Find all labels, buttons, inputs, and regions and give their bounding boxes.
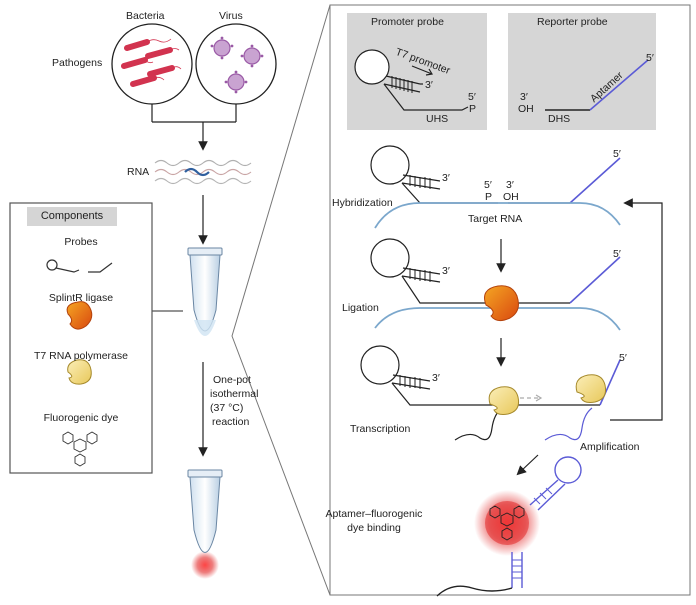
amplification-loop-arrow [610,198,663,421]
probes-icon [46,259,113,273]
tube-bottom [187,469,223,579]
hyb-5prime-right: 5′ [613,148,621,160]
promoter-probe-structure [354,49,469,111]
detail-panel-frame [329,4,691,596]
hybridization-structure [370,145,621,229]
fluorogenic-dye-icon [62,431,98,467]
trans-3prime: 3′ [432,372,440,384]
virus-circle [195,23,277,122]
rna-strands [154,159,252,185]
promoter-3prime: 3′ [425,79,433,91]
rna-label: RNA [127,166,150,178]
bacteria-label: Bacteria [126,10,165,22]
binding-label-line-1: Aptamer–fluorogenic [325,508,423,520]
trans-5prime: 5′ [619,352,627,364]
amplification-label: Amplification [580,441,640,453]
tube-top [187,247,223,336]
components-box [9,202,153,474]
virus-label: Virus [219,10,243,22]
reporter-probe-structure [545,59,649,111]
aptamer-dye-complex [436,456,582,597]
bacteria-icon [121,39,175,87]
component-polymerase: T7 RNA polymerase [34,350,128,362]
hybridization-label: Hybridization [332,197,393,209]
reaction-line-1: One-pot [213,374,251,386]
component-dye: Fluorogenic dye [43,412,119,424]
reaction-line-2: isothermal [210,388,259,400]
reaction-line-4: reaction [212,416,250,428]
component-probes: Probes [64,236,98,248]
arrow-to-binding [516,454,539,476]
hyb-oh: OH [503,191,519,203]
hyb-3prime-left: 3′ [442,172,450,184]
lig-5prime: 5′ [613,248,621,260]
ligase-icon [66,301,93,330]
lig-3prime: 3′ [442,265,450,277]
promoter-phosphate: P [469,103,477,115]
reaction-line-3: (37 °C) [210,402,244,414]
bacteria-circle [111,23,193,122]
reporter-3prime: 3′ [520,91,528,103]
pathogens-label: Pathogens [52,57,103,69]
ligation-label: Ligation [342,302,379,314]
component-ligase: SplintR ligase [48,292,114,304]
hyb-p: P [485,191,493,203]
reporter-probe-title: Reporter probe [537,16,608,28]
hyb-5prime: 5′ [484,179,492,191]
virus-icon [213,39,261,91]
polymerase-bound-left-icon [488,386,519,415]
promoter-probe-title: Promoter probe [371,16,444,28]
reporter-dhs: DHS [548,113,571,125]
binding-label-line-2: dye binding [347,522,401,534]
hyb-3prime: 3′ [506,179,514,191]
components-title: Components [27,207,117,226]
polymerase-bound-right-icon [575,374,606,403]
promoter-5prime: 5′ [468,91,476,103]
target-rna-label: Target RNA [468,213,523,225]
promoter-uhs: UHS [426,113,449,125]
reporter-5prime: 5′ [646,52,654,64]
polymerase-icon [67,359,92,385]
transcription-label: Transcription [350,423,411,435]
reporter-oh: OH [518,103,534,115]
ligase-bound-icon [484,285,519,322]
